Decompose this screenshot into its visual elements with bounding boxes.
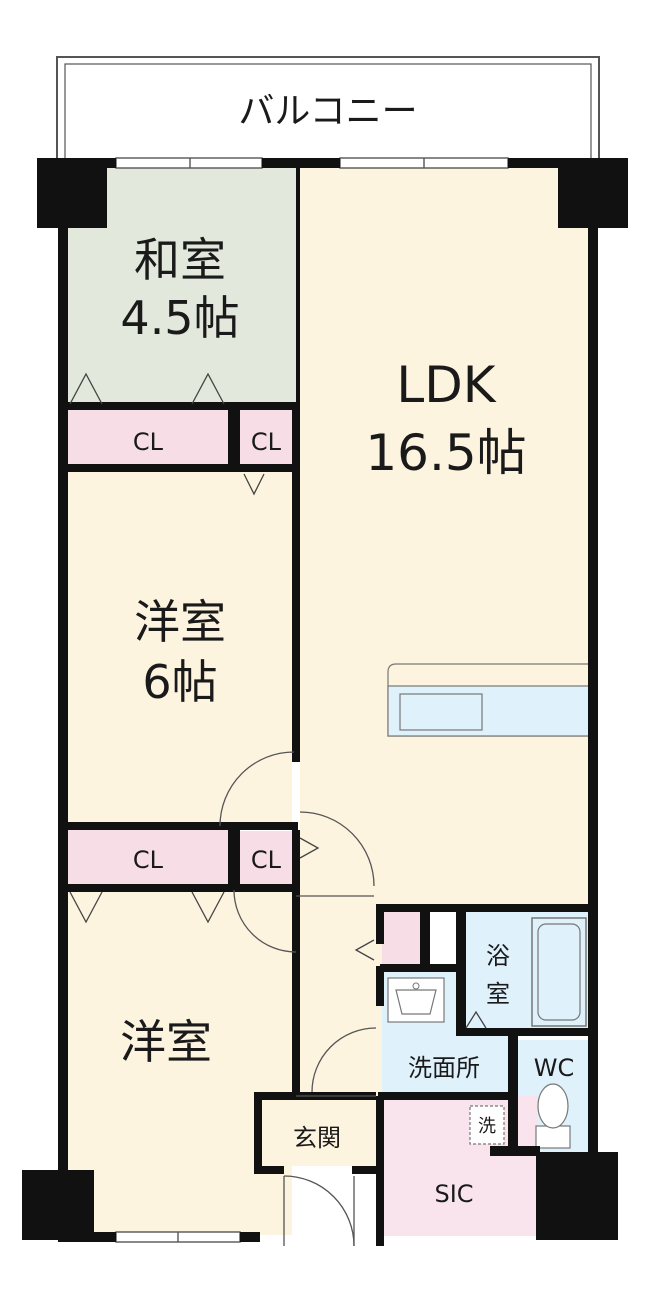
closet-label: CL — [251, 846, 282, 874]
bath-label-1: 浴 — [486, 942, 510, 970]
youshitsu-1-floor — [66, 470, 292, 825]
closet-label: CL — [133, 428, 164, 456]
ldk-floor — [300, 166, 590, 906]
closet-label: CL — [251, 428, 282, 456]
closet-1-floor — [66, 408, 230, 466]
door-swings — [219, 751, 377, 1247]
bath-label-2: 室 — [486, 980, 510, 1008]
closet-doors — [69, 372, 487, 1029]
hall-closet-floor — [382, 912, 424, 968]
washer-spot: 洗 — [469, 1105, 505, 1145]
wc-label: WC — [534, 1054, 575, 1082]
ldk-size: 16.5帖 — [365, 424, 526, 482]
balcony: バルコニー — [56, 56, 600, 162]
closet-2-floor — [240, 410, 292, 466]
youshitsu-1-name: 洋室 — [134, 595, 226, 649]
youshitsu-2-floor — [66, 890, 292, 1235]
closet-4-floor — [240, 831, 292, 887]
wash-basin — [387, 977, 445, 1023]
closet-label: CL — [133, 846, 164, 874]
washroom-label: 洗面所 — [408, 1054, 480, 1082]
bathtub — [531, 917, 587, 1027]
entrance-label: 玄関 — [293, 1124, 341, 1152]
washitsu-size: 4.5帖 — [120, 291, 239, 345]
toilet — [535, 1083, 571, 1149]
youshitsu-2-name: 洋室 — [120, 1015, 212, 1069]
balcony-label: バルコニー — [238, 91, 417, 132]
ldk-name: LDK — [396, 356, 496, 414]
kitchen-counter — [387, 663, 591, 737]
entrance-floor — [258, 1096, 378, 1166]
youshitsu-1-size: 6帖 — [142, 655, 217, 709]
closet-3-floor — [66, 829, 230, 887]
sic-label: SIC — [434, 1180, 473, 1208]
washitsu-name: 和室 — [134, 233, 226, 287]
washer-label: 洗 — [478, 1116, 496, 1137]
hallway-floor — [296, 886, 382, 1096]
